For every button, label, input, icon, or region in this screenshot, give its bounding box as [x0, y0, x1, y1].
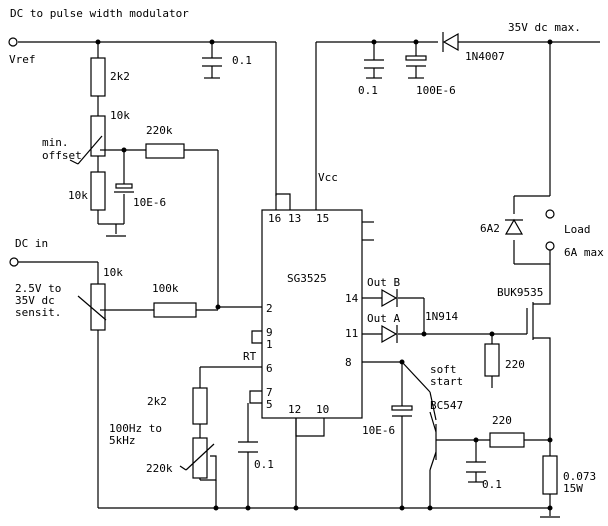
pin-7-label: 7	[266, 386, 273, 399]
dc-in-terminal	[9, 257, 19, 267]
dc-sens-label-1: 2.5V to	[15, 282, 61, 295]
schematic-title: DC to pulse width modulator	[10, 7, 189, 20]
vcc-label: Vcc	[318, 171, 338, 184]
resistor-220-base	[489, 432, 525, 448]
out-a-label: Out A	[367, 312, 400, 325]
potentiometer-10k-top	[69, 115, 108, 165]
pin-15-label: 15	[316, 212, 329, 225]
junction-dots	[95, 39, 553, 511]
resistor-shunt	[542, 455, 558, 495]
resistor-220k	[145, 143, 185, 159]
r-10k-bottom-label: 10k	[68, 189, 88, 202]
pin-8-label: 8	[345, 356, 352, 369]
cap-100e6-label: 100E-6	[416, 84, 456, 97]
dc-in-label: DC in	[15, 237, 48, 250]
r-100k-label: 100k	[152, 282, 179, 295]
pin-6-label: 6	[266, 362, 273, 375]
fuse-6a2-label: 6A2	[480, 222, 500, 235]
vref-terminal	[8, 37, 18, 47]
supply-label: 35V dc max.	[508, 21, 581, 34]
pin-5-label: 5	[266, 398, 273, 411]
resistor-10k-bottom	[90, 171, 106, 211]
cap-10e6-ss-label: 10E-6	[362, 424, 395, 437]
transistor-label: BC547	[430, 399, 463, 412]
load-label: Load	[564, 223, 591, 236]
resistor-100k	[153, 302, 197, 318]
dc-sens-label-2: 35V dc	[15, 294, 55, 307]
capacitor-0-1-base	[466, 461, 486, 483]
cap-0-1-base-label: 0.1	[482, 478, 502, 491]
cap-0-1-vcc-label: 0.1	[358, 84, 378, 97]
diode-1n4007-label: 1N4007	[465, 50, 505, 63]
potentiometer-220k	[179, 437, 215, 479]
min-offset-label-2: offset	[42, 149, 82, 162]
freq-label-2: 5kHz	[109, 434, 136, 447]
mosfet-label: BUK9535	[497, 286, 543, 299]
pot-10k-top-label: 10k	[110, 109, 130, 122]
diode-out-a	[381, 324, 398, 344]
capacitor-10e6-ss	[391, 405, 413, 417]
pin-9-label: 9	[266, 326, 273, 339]
rt-label: RT	[243, 350, 257, 363]
out-b-label: Out B	[367, 276, 400, 289]
resistor-220-gate	[484, 343, 500, 377]
capacitor-0-1-vcc	[364, 59, 384, 79]
pin-10-label: 10	[316, 403, 329, 416]
potentiometer-10k-in	[77, 283, 108, 331]
cap-0-1-ct-label: 0.1	[254, 458, 274, 471]
fuse-6a2	[504, 218, 524, 235]
vref-label: Vref	[9, 53, 36, 66]
load-current-label: 6A max	[564, 246, 604, 259]
pot-220k-label: 220k	[146, 462, 173, 475]
load-terminal-bottom	[545, 241, 555, 251]
r-2k2-rt-label: 2k2	[147, 395, 167, 408]
pin-13-label: 13	[288, 212, 301, 225]
r-220-base-label: 220	[492, 414, 512, 427]
pin-12-label: 12	[288, 403, 301, 416]
resistor-2k2-rt	[192, 387, 208, 425]
capacitor-100e6	[405, 55, 427, 79]
shunt-label-1: 0.073	[563, 470, 596, 483]
diode-1n4007	[442, 32, 459, 52]
cap-10e6-left-label: 10E-6	[133, 196, 166, 209]
cap-0-1-top-label: 0.1	[232, 54, 252, 67]
capacitor-0-1-ct	[238, 441, 258, 453]
load-terminal-top	[545, 209, 555, 219]
min-offset-label-1: min.	[42, 136, 69, 149]
resistor-2k2-top	[90, 57, 106, 97]
dc-sens-label-3: sensit.	[15, 306, 61, 319]
r-2k2-top-label: 2k2	[110, 70, 130, 83]
shunt-label-2: 15W	[563, 482, 583, 495]
r-220k-label: 220k	[146, 124, 173, 137]
diodes-1n914-label: 1N914	[425, 310, 458, 323]
pot-10k-in-label: 10k	[103, 266, 123, 279]
ic-name: SG3525	[287, 272, 327, 285]
pin-2-label: 2	[266, 302, 273, 315]
capacitor-10e6-left	[114, 183, 134, 193]
capacitor-0-1-top	[202, 57, 222, 79]
soft-start-label-1: soft	[430, 363, 457, 376]
diode-out-b	[381, 288, 398, 308]
pin-16-label: 16	[268, 212, 281, 225]
r-220-top-label: 220	[505, 358, 525, 371]
freq-label-1: 100Hz to	[109, 422, 162, 435]
pin-1-label: 1	[266, 338, 273, 351]
pin-11-label: 11	[345, 327, 358, 340]
ic-sg3525: SG3525 16 13 15 2 9 1 6 7 5 12 10 14 11 …	[261, 209, 400, 419]
soft-start-label-2: start	[430, 375, 463, 388]
pin-14-label: 14	[345, 292, 359, 305]
